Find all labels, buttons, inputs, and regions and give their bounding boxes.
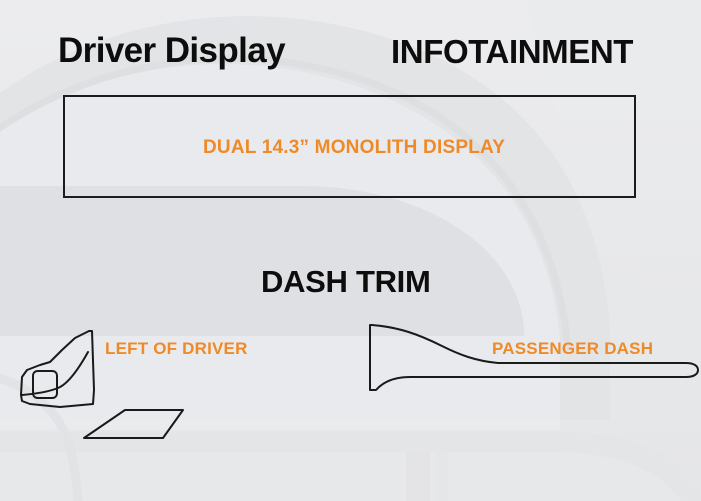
dash-trim-heading: DASH TRIM (261, 264, 431, 299)
infotainment-heading: INFOTAINMENT (391, 33, 634, 70)
display-outline-box (63, 95, 636, 198)
passenger-dash-callout: PASSENGER DASH (492, 339, 654, 358)
left-of-driver-callout: LEFT OF DRIVER (105, 339, 248, 358)
dual-monolith-display-callout: DUAL 14.3” MONOLITH DISPLAY (203, 137, 506, 158)
driver-display-heading: Driver Display (58, 31, 286, 70)
left-of-driver-trim-drawing (20, 330, 184, 439)
